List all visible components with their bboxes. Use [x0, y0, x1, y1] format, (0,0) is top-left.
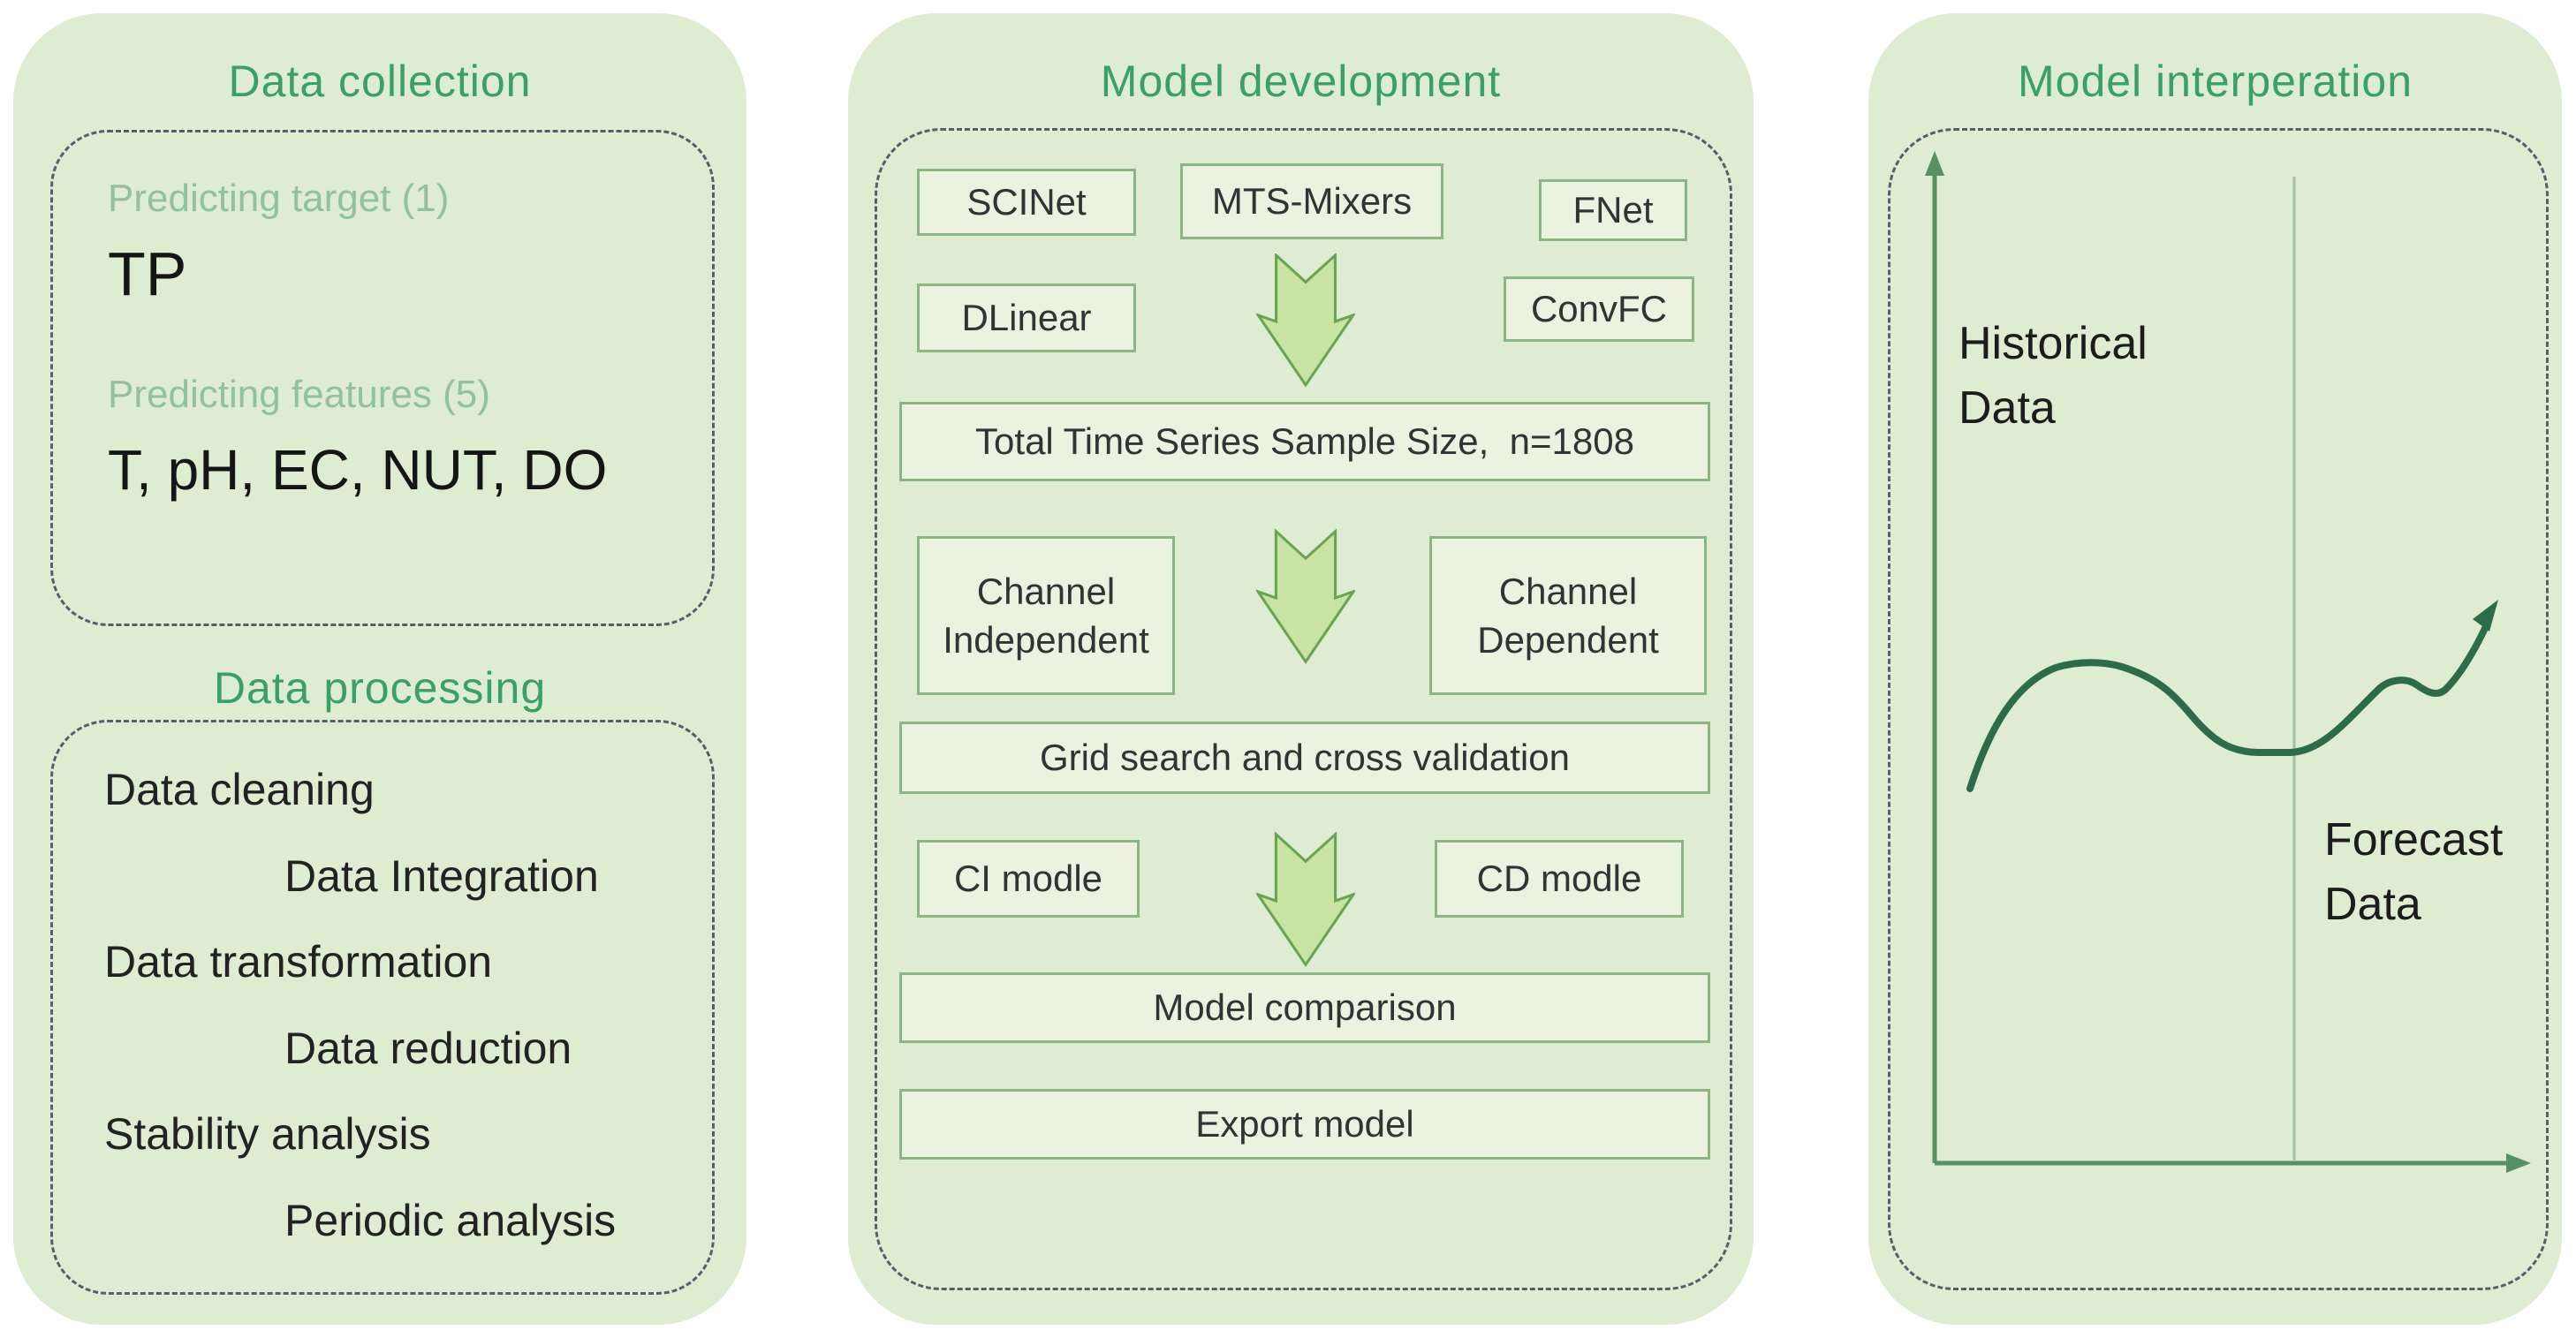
- predicting-features-label: Predicting features (5): [108, 373, 490, 416]
- model-development-box: [875, 128, 1732, 1290]
- grid-search-box: Grid search and cross validation: [899, 722, 1710, 794]
- flow-down-arrow-icon: [1256, 831, 1355, 968]
- model-development-title: Model development: [1100, 57, 1502, 106]
- sample-size-box: Total Time Series Sample Size, n=1808: [899, 402, 1710, 481]
- processing-item: Stability analysis: [104, 1109, 431, 1159]
- flow-down-arrow-icon: [1256, 253, 1355, 388]
- model-box-scinet: SCINet: [917, 169, 1136, 236]
- panel-model-development: Model development SCINet MTS-Mixers FNet…: [848, 13, 1754, 1325]
- model-interpretation-box: [1888, 128, 2549, 1290]
- processing-item: Data reduction: [284, 1024, 572, 1073]
- model-box-fnet: FNet: [1539, 179, 1687, 241]
- up-right-line-arrow-icon: [2473, 600, 2498, 631]
- model-box-dlinear: DLinear: [917, 283, 1136, 352]
- trend-curve: [1966, 619, 2491, 792]
- channel-dependent-box: Channel Dependent: [1429, 536, 1707, 695]
- predicting-target-value: TP: [108, 239, 187, 308]
- panel-model-interpretation: Model interperation Historical Data Fore…: [1868, 13, 2562, 1325]
- predicting-features-value: T, pH, EC, NUT, DO: [108, 438, 608, 502]
- model-comparison-box: Model comparison: [899, 972, 1710, 1043]
- forecast-sketch-chart: [1925, 151, 2531, 1173]
- cd-model-box: CD modle: [1435, 840, 1684, 918]
- model-interpretation-title: Model interperation: [2017, 57, 2413, 106]
- channel-independent-box: Channel Independent: [917, 536, 1175, 695]
- collection-variables-box: Predicting target (1) TP Predicting feat…: [50, 130, 715, 626]
- predicting-target-label: Predicting target (1): [108, 177, 450, 220]
- processing-item: Periodic analysis: [284, 1196, 617, 1245]
- export-model-box: Export model: [899, 1089, 1710, 1160]
- right-line-arrow-icon: [2506, 1153, 2531, 1173]
- data-collection-title: Data collection: [228, 57, 532, 106]
- ci-model-box: CI modle: [917, 840, 1140, 918]
- processing-item: Data Integration: [284, 851, 599, 901]
- model-box-mts-mixers: MTS-Mixers: [1180, 163, 1443, 239]
- panel-data-collection: Data collection Predicting target (1) TP…: [13, 13, 746, 1325]
- data-processing-title: Data processing: [213, 663, 547, 713]
- data-processing-box: Data cleaning Data Integration Data tran…: [50, 720, 715, 1295]
- processing-item: Data transformation: [104, 937, 493, 986]
- flow-down-arrow-icon: [1256, 528, 1355, 665]
- up-line-arrow-icon: [1925, 151, 1944, 176]
- processing-item: Data cleaning: [104, 765, 375, 814]
- model-box-convfc: ConvFC: [1504, 276, 1694, 342]
- historical-data-label: Historical Data: [1959, 318, 2148, 434]
- forecast-data-label: Forecast Data: [2324, 814, 2504, 930]
